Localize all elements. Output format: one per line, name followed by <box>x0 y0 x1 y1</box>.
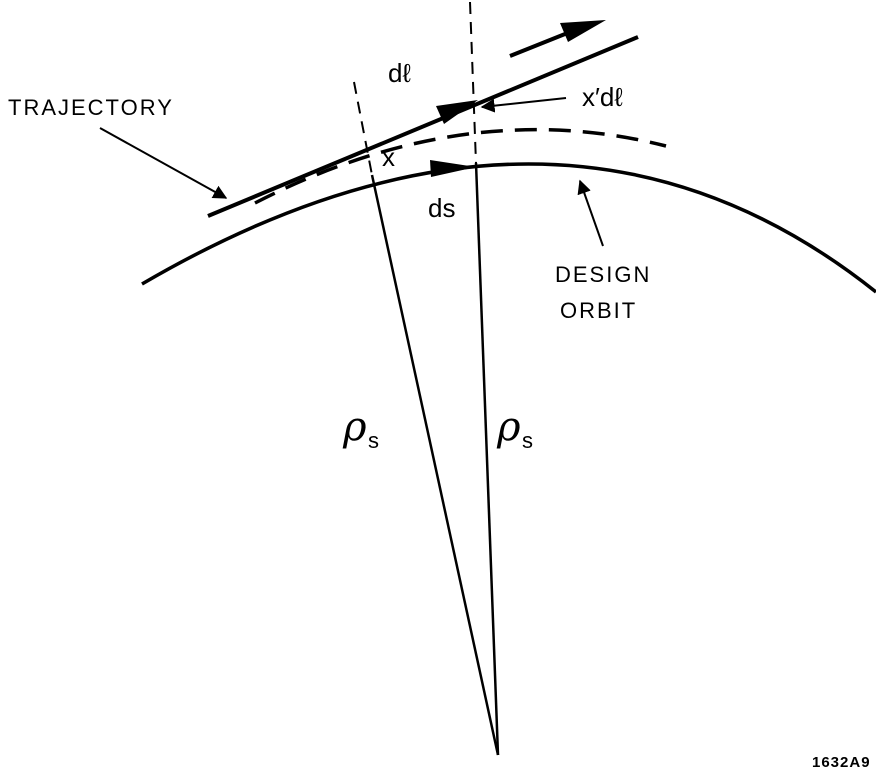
rho-s-left-symbol: ρ <box>342 404 367 450</box>
dl-label: dℓ <box>388 58 411 88</box>
design-orbit-pointer <box>577 179 604 247</box>
left-radial-dashed <box>353 81 373 176</box>
x-prime-dl-label: x′dℓ <box>582 82 623 112</box>
offset-orbit-dashed-curve <box>254 127 667 205</box>
trajectory-pointer <box>99 127 228 199</box>
figure-id: 1632A9 <box>812 754 871 769</box>
left-radius-line <box>370 174 500 756</box>
x-prime-dl-pointer <box>480 97 567 113</box>
direction-arrow-line <box>509 32 566 58</box>
ds-label: ds <box>428 193 455 223</box>
rho-s-right-subscript: s <box>522 428 533 453</box>
trajectory-line <box>207 35 639 218</box>
right-radial-dashed <box>469 1 477 164</box>
x-label: x <box>382 142 395 172</box>
right-radius-line <box>474 162 500 756</box>
direction-arrowhead <box>560 20 606 42</box>
ds-arrowhead <box>430 160 476 177</box>
design-orbit-label-line2: ORBIT <box>560 298 637 323</box>
rho-s-right-symbol: ρ <box>496 404 521 450</box>
design-orbit-label-line1: DESIGN <box>555 262 651 287</box>
rho-s-left-subscript: s <box>368 428 379 453</box>
dl-arrowhead <box>436 100 478 124</box>
trajectory-label: TRAJECTORY <box>8 95 174 120</box>
design-orbit-curve <box>141 162 876 294</box>
